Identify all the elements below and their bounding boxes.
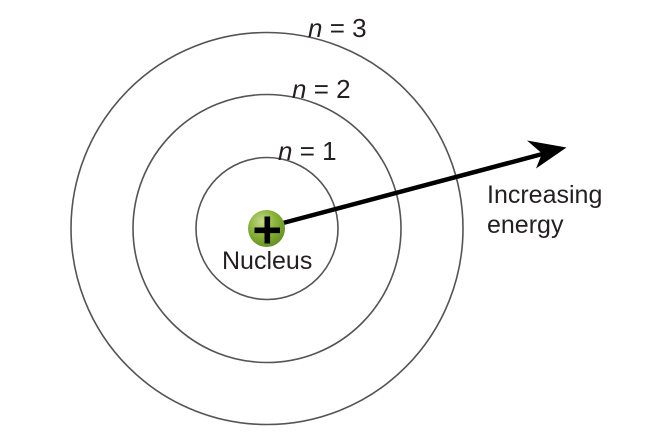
energy-arrow-caption-line1: Increasing [487,181,602,209]
nucleus-label: Nucleus [222,247,312,275]
orbit-label-n2: n = 2 [292,74,351,104]
plus-icon [254,216,280,244]
orbit-circle-n2 [132,93,402,364]
energy-arrow-caption: Increasing energy [487,181,602,239]
energy-arrow-caption-line2: energy [487,211,564,239]
orbit-circle-n3 [70,31,464,426]
energy-arrow-head [527,140,567,169]
orbit-label-n2-value: = 2 [306,74,350,104]
orbit-circle-n1 [195,156,339,301]
orbit-label-n1: n = 1 [278,136,337,166]
orbit-label-n3-value: = 3 [322,13,366,43]
orbit-label-n3: n = 3 [308,13,367,43]
orbit-label-n1-variable: n [278,136,292,166]
orbit-label-n1-value: = 1 [292,136,336,166]
orbit-label-n3-variable: n [308,13,322,43]
orbit-label-n2-variable: n [292,74,306,104]
energy-arrow-shaft [282,150,549,226]
